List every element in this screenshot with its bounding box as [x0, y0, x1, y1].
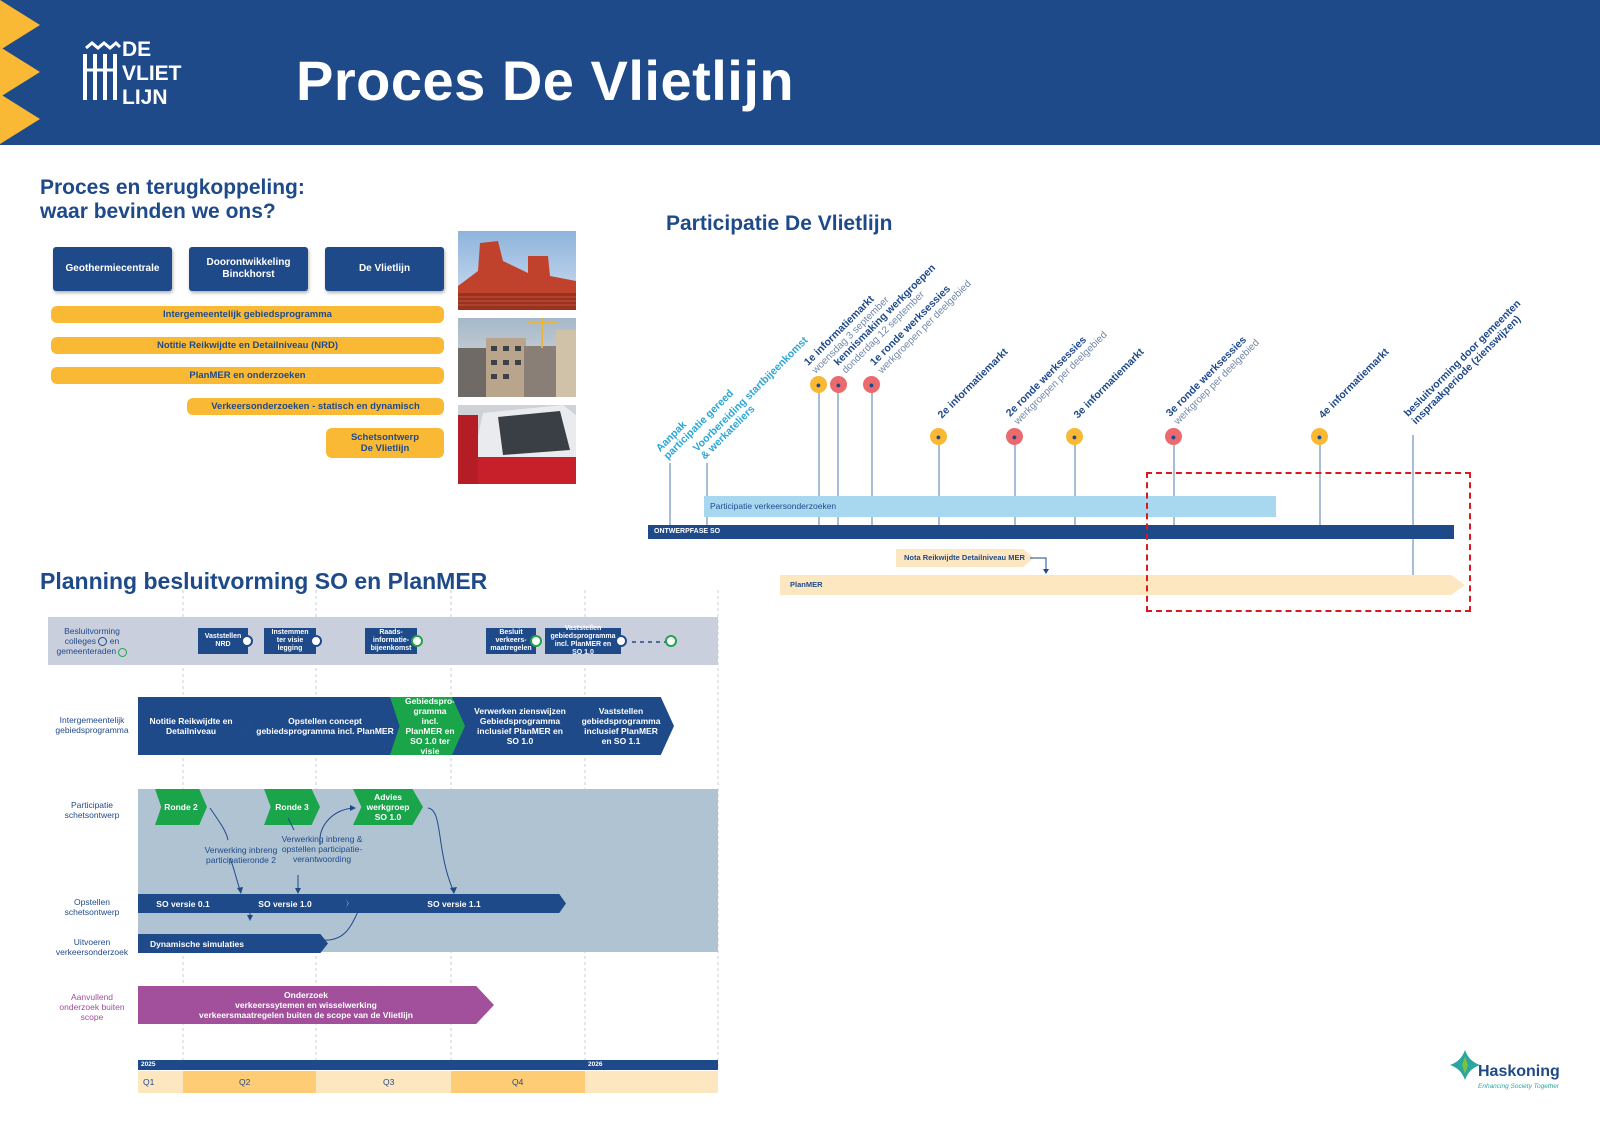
- decision-marker: [665, 635, 677, 647]
- milestone-line: [669, 463, 671, 525]
- quarter-cell: [183, 1071, 316, 1093]
- so-versie-1-0: SO versie 1.0: [222, 894, 348, 913]
- chevron-decoration: [0, 47, 40, 97]
- decision-marker: [530, 635, 542, 647]
- header-banner: DE VLIET LIJN Proces De Vlietlijn: [0, 0, 1600, 145]
- row-label-opstellen: Opstellen schetsontwerp: [64, 897, 120, 917]
- round-advies-werkgroep: Advies werkgroep SO 1.0: [353, 789, 423, 825]
- milestone-line: [1014, 444, 1016, 525]
- year-axis: [138, 1060, 718, 1070]
- bar-schetsontwerp: Schetsontwerp De Vlietlijn: [326, 428, 444, 458]
- note-verwerking-ronde2: Verwerking inbreng participatieronde 2: [204, 845, 278, 865]
- note-verwerking-verantwoording: Verwerking inbreng & opstellen participa…: [281, 834, 363, 864]
- bar-participatie-verkeersonderzoeken: Participatie verkeersonderzoeken: [704, 496, 1276, 517]
- decision-besluit-verkeersmaatregelen: Besluit verkeers- maatregelen: [486, 628, 536, 654]
- project-box-geothermie: Geothermiecentrale: [53, 247, 172, 291]
- row-label-igp: Intergemeentelijk gebiedsprogramma: [55, 715, 129, 735]
- bar-nota-reikwijdte: Nota Reikwijdte Detailniveau MER: [896, 549, 1034, 567]
- dashed-connector: [632, 641, 668, 643]
- people-icon: ●: [930, 428, 947, 445]
- haskoning-brand: Haskoning: [1478, 1063, 1560, 1080]
- people-icon: ●: [1165, 428, 1182, 445]
- milestone-line: [938, 444, 940, 525]
- milestone-label: 2e informatiemarkt: [935, 346, 1011, 421]
- people-icon: ●: [863, 376, 880, 393]
- milestone-line: [1173, 444, 1175, 525]
- bar-verkeersonderzoeken: Verkeersonderzoeken - statisch en dynami…: [187, 398, 444, 415]
- vlietlijn-logo-icon: [83, 40, 122, 100]
- section-title-participatie: Participatie De Vlietlijn: [666, 212, 893, 235]
- people-icon: ●: [810, 376, 827, 393]
- bar-ontwerpfase-so: ONTWERPFASE SO: [648, 525, 1454, 539]
- photo-geothermiecentrale: [458, 231, 576, 310]
- project-box-binckhorst: Doorontwikkeling Binckhorst: [189, 247, 308, 291]
- photo-binckhorst: [458, 318, 576, 397]
- quarter-cell: [316, 1071, 451, 1093]
- quarter-cell: [451, 1071, 585, 1093]
- decision-marker: [615, 635, 627, 647]
- bar-gebiedsprogramma: Intergemeentelijk gebiedsprogramma: [51, 306, 444, 323]
- photo-tram: [458, 405, 576, 484]
- milestone-line: [871, 392, 873, 525]
- stage-verwerken-zienswijzen: Verwerken zienswijzen Gebiedsprogramma i…: [452, 697, 582, 755]
- people-icon: ●: [1006, 428, 1023, 445]
- bar-dynamische-simulaties: Dynamische simulaties: [138, 934, 328, 953]
- milestone-line: [818, 392, 820, 525]
- quarter-cell: [585, 1071, 718, 1093]
- milestone-label: 4e informatiemarkt: [1316, 346, 1392, 421]
- milestone-line: [1074, 444, 1076, 525]
- decision-marker: [411, 635, 423, 647]
- row-label-uitvoeren: Uitvoeren verkeersonderzoek: [55, 937, 129, 957]
- chevron-decoration: [0, 94, 40, 144]
- milestone-line: [706, 463, 708, 525]
- decision-raadsinformatie: Raads- informatie- bijeenkomst: [365, 628, 417, 654]
- decision-marker: [310, 635, 322, 647]
- stage-notitie: Notitie Reikwijdte en Detailniveau: [138, 697, 250, 755]
- year-label-2025: 2025: [141, 1061, 156, 1068]
- round-ronde-3: Ronde 3: [264, 789, 320, 825]
- row-label-besluitvorming: Besluitvorming colleges en gemeenteraden: [52, 626, 132, 657]
- quarter-label-q2: Q2: [239, 1077, 251, 1087]
- stage-opstellen-concept: Opstellen concept gebiedsprogramma incl.…: [236, 697, 408, 755]
- row-label-aanvullend: Aanvullend onderzoek buiten scope: [59, 992, 125, 1022]
- so-versie-1-1: SO versie 1.1: [342, 894, 566, 913]
- current-period-highlight: [1146, 472, 1471, 612]
- section-title-planning: Planning besluitvorming SO en PlanMER: [40, 568, 488, 594]
- stage-vaststellen: Vaststellen gebiedsprogramma inclusief P…: [564, 697, 674, 755]
- arrow-down-icon: [1030, 557, 1049, 574]
- quarter-label-q1: Q1: [143, 1077, 155, 1087]
- bar-aanvullend-onderzoek: Onderzoek verkeerssytemen en wisselwerki…: [138, 986, 494, 1024]
- page-title: Proces De Vlietlijn: [296, 49, 795, 112]
- round-ronde-2: Ronde 2: [155, 789, 207, 825]
- section-title-proces: Proces en terugkoppeling:waar bevinden w…: [40, 176, 305, 223]
- chevron-decoration: [0, 0, 40, 50]
- project-box-vlietlijn: De Vlietlijn: [325, 247, 444, 291]
- year-label-2026: 2026: [588, 1061, 603, 1068]
- decision-vaststellen-nrd: Vaststellen NRD: [198, 628, 248, 654]
- row-label-participatie: Participatie schetsontwerp: [64, 800, 120, 820]
- bar-nrd: Notitie Reikwijdte en Detailniveau (NRD): [51, 337, 444, 354]
- milestone-line: [1412, 435, 1414, 575]
- decision-marker: [241, 635, 253, 647]
- milestone-line: [1319, 444, 1321, 525]
- people-icon: ●: [1311, 428, 1328, 445]
- haskoning-tagline: Enhancing Society Together: [1478, 1083, 1560, 1090]
- people-icon: ●: [1066, 428, 1083, 445]
- milestone-line: [837, 392, 839, 525]
- decision-instemmen: Instemmen ter visie legging: [264, 628, 316, 654]
- quarter-label-q3: Q3: [383, 1077, 395, 1087]
- haskoning-logo-icon: [1450, 1050, 1480, 1080]
- people-icon: ●: [830, 376, 847, 393]
- quarter-label-q4: Q4: [512, 1077, 524, 1087]
- logo-wordmark: DE VLIET LIJN: [122, 38, 182, 109]
- decision-vaststellen-gebiedsprogramma: Vaststellen gebiedsprogramma incl. PlanM…: [545, 625, 621, 656]
- quarter-cell: [138, 1071, 183, 1093]
- so-versie-0-1: SO versie 0.1: [138, 894, 228, 913]
- bar-planmer: PlanMER en onderzoeken: [51, 367, 444, 384]
- bar-planmer-timeline: PlanMER: [780, 575, 1465, 595]
